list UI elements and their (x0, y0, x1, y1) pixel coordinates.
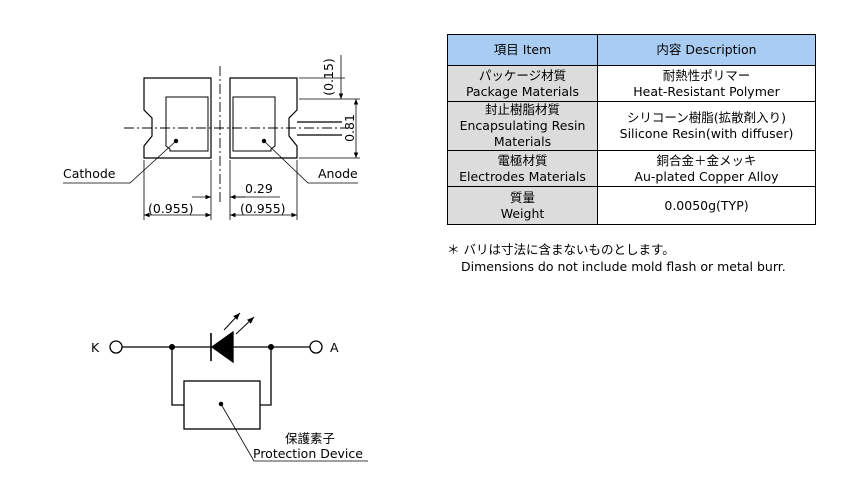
desc-jp: シリコーン樹脂(拡散剤入り) (626, 110, 787, 125)
item-en: Electrodes Materials (459, 168, 586, 184)
dim-label-0955-right: (0.955) (240, 201, 286, 216)
protection-leader-dot (218, 401, 224, 407)
protection-leader (220, 403, 368, 462)
desc-en: 0.0050g(TYP) (664, 197, 749, 213)
table-header-row: 項目 Item 内容 Description (447, 34, 816, 66)
branch-left (171, 347, 184, 406)
dim-label-0955-left: (0.955) (148, 201, 194, 216)
item-jp: 封止樹脂材質 (484, 102, 560, 117)
item-cell: 質量 Weight (447, 186, 598, 225)
header-description: 内容 Description (597, 34, 816, 66)
protection-device-box (183, 380, 261, 430)
table-row: 電極材質 Electrodes Materials 銅合金＋金メッキ Au-pl… (447, 150, 816, 187)
left-electrode (143, 77, 212, 159)
dim-label-081: 0.81 (342, 114, 357, 142)
item-en: Weight (500, 205, 545, 221)
terminal-k-label: K (91, 340, 100, 355)
dim-label-015: (0.15) (321, 58, 336, 96)
desc-cell: シリコーン樹脂(拡散剤入り) Silicone Resin(with diffu… (597, 101, 816, 151)
desc-cell: 0.0050g(TYP) (597, 186, 816, 225)
item-jp: パッケージ材質 (478, 67, 567, 83)
footnote-en: Dimensions do not include mold flash or … (461, 259, 786, 274)
item-cell: パッケージ材質 Package Materials (447, 65, 598, 102)
spec-table: 項目 Item 内容 Description パッケージ材質 Package M… (447, 34, 816, 225)
terminal-a-circle (309, 340, 323, 354)
cathode-leader-dot (173, 138, 179, 144)
item-jp: 質量 (509, 189, 535, 205)
table-row: パッケージ材質 Package Materials 耐熱性ポリマー Heat-R… (447, 65, 816, 102)
anode-label: Anode (318, 166, 358, 181)
emission-arrow-1 (223, 312, 241, 331)
item-en: Encapsulating Resin Materials (459, 118, 586, 149)
desc-jp: 耐熱性ポリマー (662, 67, 751, 83)
desc-en: Au-plated Copper Alloy (634, 168, 779, 184)
table-row: 封止樹脂材質 Encapsulating Resin Materials シリコ… (447, 101, 816, 151)
footnote: ＊ バリは寸法に含まないものとします。 Dimensions do not in… (447, 241, 786, 275)
circuit-diagram (109, 312, 368, 462)
package-drawing (63, 55, 360, 220)
emission-arrow-2 (235, 316, 255, 335)
anode-leader-dot (261, 138, 267, 144)
anode-leader (263, 140, 358, 184)
desc-en: Silicone Resin(with diffuser) (619, 126, 794, 141)
item-cell: 電極材質 Electrodes Materials (447, 150, 598, 187)
item-jp: 電極材質 (497, 152, 548, 168)
right-electrode (229, 77, 298, 159)
protection-label-en: Protection Device (253, 446, 363, 461)
diode-triangle (210, 330, 234, 364)
terminal-k-circle (109, 340, 123, 354)
branch-right (260, 347, 272, 406)
dim-label-029: 0.29 (245, 181, 273, 196)
left-electrode-pad (165, 96, 209, 152)
item-cell: 封止樹脂材質 Encapsulating Resin Materials (447, 101, 598, 151)
desc-jp: 銅合金＋金メッキ (656, 152, 757, 168)
right-electrode-pad (232, 96, 276, 152)
table-row: 質量 Weight 0.0050g(TYP) (447, 186, 816, 225)
cathode-label: Cathode (63, 166, 116, 181)
desc-en: Heat-Resistant Polymer (633, 83, 780, 99)
desc-cell: 耐熱性ポリマー Heat-Resistant Polymer (597, 65, 816, 102)
header-item: 項目 Item (447, 34, 598, 66)
item-en: Package Materials (465, 83, 580, 99)
cathode-leader (63, 140, 177, 184)
footnote-jp: ＊ バリは寸法に含まないものとします。 (447, 242, 675, 257)
desc-cell: 銅合金＋金メッキ Au-plated Copper Alloy (597, 150, 816, 187)
protection-label-jp: 保護素子 (285, 431, 335, 446)
terminal-a-label: A (330, 340, 339, 355)
